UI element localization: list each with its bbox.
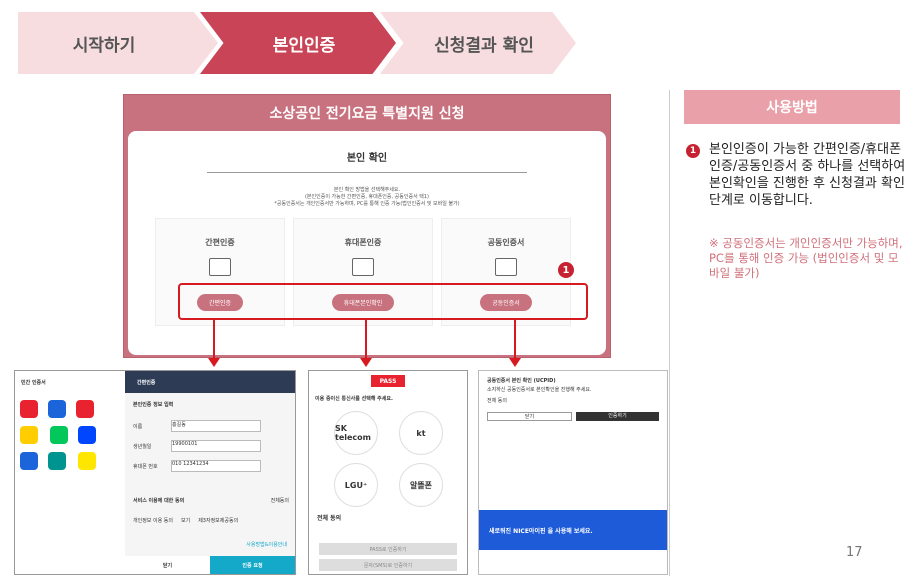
step-start: 시작하기 [18,12,218,74]
step-result: 신청결과 확인 [380,12,576,74]
certificate-icon [495,258,517,276]
keypad-icon [209,258,231,276]
cancel-button[interactable]: 닫기 [487,412,572,421]
arrow-head-3 [509,358,521,367]
view-button[interactable]: 보기 [180,517,191,524]
certificate-button[interactable]: 공동인증서 [480,294,532,311]
panel-title: 본인 확인 [346,153,388,164]
arrow-line-2 [365,320,367,360]
payco-app-icon[interactable] [20,400,38,418]
phone-lock-icon [352,258,374,276]
panel-description: 본인 확인 방법을 선택해주세요. (본인인증이 가능한 간편인증, 휴대폰인증… [274,187,460,207]
card-phone-auth: 휴대폰인증 휴대폰본인확인 [293,218,433,326]
step-progress: 시작하기 신청결과 확인 본인인증 [18,12,578,74]
step-verification-active: 본인인증 [200,12,396,74]
request-auth-button[interactable]: 인증 요청 [210,556,295,574]
cert-app-list: 민간 인증서 [15,371,125,574]
agree-all-checkbox[interactable]: 전체 동의 [317,515,342,522]
marker-1: 1 [558,262,574,278]
ipin-banner[interactable]: 새로워진 NICE아이핀 을 사용해 보세요. [479,510,667,550]
birth-input[interactable]: 19900101 [171,440,261,452]
screenshot-title: 소상공인 전기요금 특별지원 신청 [269,106,465,122]
page-number: 17 [846,545,863,560]
pass-logo: PASS [371,375,405,387]
toss2-app-icon[interactable] [20,452,38,470]
phone-input[interactable]: 010 12341234 [171,460,261,472]
pass-app-icon[interactable] [76,400,94,418]
kb-app-icon[interactable] [20,426,38,444]
skt-option[interactable]: SK telecom [334,411,378,455]
mvno-option[interactable]: 알뜰폰 [399,463,443,507]
panel-divider [207,172,527,173]
phone-auth-screen: PASS 이용 중이신 통신사를 선택해 주세요. SK telecom kt … [308,370,468,575]
confirm-button[interactable]: 인증하기 [576,412,659,421]
card-certificate: 공동인증서 공동인증서 [441,218,571,326]
arrow-line-3 [514,320,516,360]
method-cards: 간편인증 간편인증 휴대폰인증 휴대폰본인확인 공동인증서 공동인증서 [155,218,571,326]
lgu-option[interactable]: LGU⁺ [334,463,378,507]
card-simple-auth: 간편인증 간편인증 [155,218,285,326]
highlight-box [178,283,588,320]
pass-auth-button[interactable]: PASS로 인증하기 [319,543,457,555]
vertical-divider [669,90,670,576]
certificate-screen: 공동인증서 본인 확인 (UCPID) 소지하신 공동인증서로 본인확인을 진행… [478,370,668,575]
toss-app-icon[interactable] [48,400,66,418]
agree-all-checkbox[interactable]: 전체동의 [270,497,289,504]
phone-auth-button[interactable]: 휴대폰본인확인 [331,294,395,311]
kt-option[interactable]: kt [399,411,443,455]
shinhan-app-icon[interactable] [77,426,96,444]
simple-auth-button[interactable]: 간편인증 [196,294,244,311]
howto-text: 본인인증이 가능한 간편인증/휴대폰인증/공동인증서 중 하나를 선택하여 본인… [709,142,906,208]
close-button[interactable]: 닫기 [125,556,210,574]
sms-auth-button[interactable]: 문자(SMS)로 인증하기 [319,559,457,571]
name-input[interactable]: 홍길동 [171,420,261,432]
howto-number: 1 [686,144,700,158]
hana-app-icon[interactable] [48,452,66,470]
app-icons [15,394,125,472]
kakao-app-icon[interactable] [77,452,96,470]
howto-header: 사용방법 [684,90,900,124]
agree-all-checkbox[interactable]: 전체 동의 [487,398,507,404]
arrow-head-2 [360,358,372,367]
naver-app-icon[interactable] [49,426,68,444]
help-link[interactable]: 사용방법&이용안내 [246,542,287,548]
arrow-line-1 [213,320,215,360]
arrow-head-1 [208,358,220,367]
howto-note: ※ 공동인증서는 개인인증서만 가능하며, PC를 통해 인증 가능 (법인인증… [709,236,903,280]
